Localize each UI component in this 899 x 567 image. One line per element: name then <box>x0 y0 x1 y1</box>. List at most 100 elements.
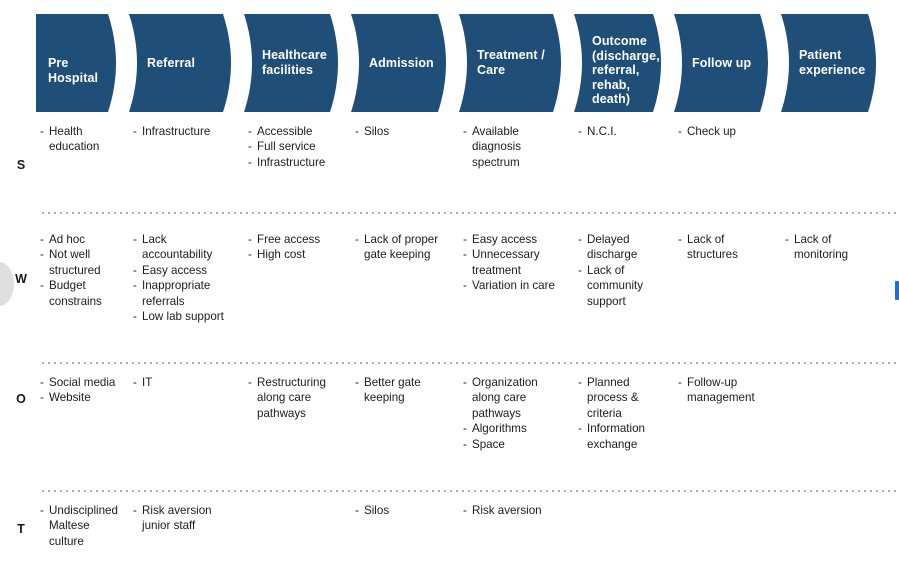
list-item: -IT <box>133 375 238 390</box>
list-item-label: Infrastructure <box>257 155 326 169</box>
list-item: -Infrastructure <box>248 155 345 170</box>
list-item: -Social media <box>40 375 123 390</box>
bullet-dash-icon: - <box>578 422 582 436</box>
cell-strengths-healthcare-facilities: -Accessible-Full service-Infrastructure <box>248 124 345 170</box>
list-item-label: Website <box>49 391 91 405</box>
stage-chevron-healthcare-facilities[interactable] <box>244 14 338 112</box>
stage-chevron-admission[interactable] <box>351 14 446 112</box>
bullet-dash-icon: - <box>133 504 137 517</box>
list-item: -Not well structured <box>40 247 123 278</box>
cell-weaknesses-pre-hospital: -Ad hoc-Not well structured-Budget const… <box>40 232 123 309</box>
list-item-label: Infrastructure <box>142 125 211 138</box>
cell-opportunities-healthcare-facilities: -Restructuring along care pathways <box>248 375 345 421</box>
stage-chevron-patient-experience[interactable] <box>781 14 876 112</box>
bullet-dash-icon: - <box>463 279 467 293</box>
bullet-dash-icon: - <box>133 125 137 138</box>
bullet-dash-icon: - <box>463 422 467 436</box>
list-item-label: Ad hoc <box>49 233 86 246</box>
list-item-label: High cost <box>257 248 306 262</box>
list-item: -Low lab support <box>133 309 238 324</box>
list-item: -Full service <box>248 139 345 154</box>
stage-label-referral: Referral <box>147 56 196 70</box>
list-item-label: Easy access <box>142 263 208 277</box>
cell-opportunities-referral: -IT <box>133 375 238 390</box>
stage-chevron-referral[interactable] <box>129 14 231 112</box>
cell-strengths-admission: -Silos <box>355 124 453 139</box>
list-item-label: Undisciplined Maltese culture <box>49 504 118 548</box>
list-item: -N.C.I. <box>578 124 668 139</box>
list-item: -Easy access <box>133 263 238 278</box>
decorative-circle-left <box>0 262 14 306</box>
list-item-label: Better gate keeping <box>364 376 421 405</box>
row-separator-2 <box>40 362 899 364</box>
bullet-dash-icon: - <box>133 233 137 246</box>
stage-label-treatment-care: Treatment / Care <box>477 48 545 77</box>
cell-threats-admission: -Silos <box>355 503 453 518</box>
bullet-dash-icon: - <box>248 376 252 389</box>
bullet-dash-icon: - <box>463 125 467 138</box>
swot-letter-strengths: S <box>16 158 26 172</box>
list-item: -Planned process & criteria <box>578 375 668 421</box>
list-item-label: Free access <box>257 233 321 246</box>
list-item-label: Available diagnosis spectrum <box>472 125 521 169</box>
list-item: -Information exchange <box>578 421 668 452</box>
bullet-dash-icon: - <box>355 125 359 138</box>
bullet-dash-icon: - <box>40 248 44 262</box>
list-item: -Algorithms <box>463 421 568 436</box>
list-item: -Inappropriate referrals <box>133 278 238 309</box>
list-item: -Health education <box>40 124 123 155</box>
cell-strengths-referral: -Infrastructure <box>133 124 238 139</box>
stage-chevron-follow-up[interactable] <box>674 14 768 112</box>
bullet-dash-icon: - <box>355 504 359 517</box>
list-item: -Lack accountability <box>133 232 238 263</box>
list-item: -Lack of monitoring <box>785 232 883 263</box>
stage-label-patient-experience: Patient experience <box>799 48 866 77</box>
bullet-dash-icon: - <box>133 279 137 293</box>
stage-label-pre-hospital: Pre Hospital <box>48 56 99 85</box>
stage-chevron-pre-hospital[interactable] <box>36 14 116 112</box>
list-item: -Undisciplined Maltese culture <box>40 503 123 549</box>
swot-letter-opportunities: O <box>16 392 26 406</box>
cell-weaknesses-treatment-care: -Easy access-Unnecessary treatment-Varia… <box>463 232 568 294</box>
cell-threats-treatment-care: -Risk aversion <box>463 503 568 518</box>
swot-letter-weaknesses: W <box>15 272 27 286</box>
bullet-dash-icon: - <box>40 504 44 517</box>
bullet-dash-icon: - <box>578 125 582 138</box>
list-item-label: Planned process & criteria <box>587 376 639 420</box>
cell-opportunities-treatment-care: -Organization along care pathways-Algori… <box>463 375 568 452</box>
cell-weaknesses-patient-experience: -Lack of monitoring <box>785 232 883 263</box>
bullet-dash-icon: - <box>248 233 252 246</box>
list-item-label: Lack of proper gate keeping <box>364 233 439 262</box>
list-item-label: Not well structured <box>49 248 101 277</box>
bullet-dash-icon: - <box>40 391 44 405</box>
bullet-dash-icon: - <box>248 248 252 262</box>
list-item-label: Space <box>472 437 505 451</box>
bullet-dash-icon: - <box>40 125 44 138</box>
bullet-dash-icon: - <box>133 263 137 277</box>
list-item: -Silos <box>355 503 453 518</box>
bullet-dash-icon: - <box>578 233 582 246</box>
list-item: -Website <box>40 390 123 405</box>
bullet-dash-icon: - <box>248 125 252 138</box>
list-item-label: Restructuring along care pathways <box>257 376 326 420</box>
list-item: -Follow-up management <box>678 375 775 406</box>
stage-chevron-outcome[interactable] <box>574 14 661 112</box>
bullet-dash-icon: - <box>678 376 682 389</box>
cell-strengths-outcome: -N.C.I. <box>578 124 668 139</box>
list-item: -Accessible <box>248 124 345 139</box>
list-item-label: Silos <box>364 504 390 517</box>
list-item-label: Social media <box>49 376 116 389</box>
bullet-dash-icon: - <box>40 233 44 246</box>
stage-chevron-treatment-care[interactable] <box>459 14 561 112</box>
list-item: -High cost <box>248 247 345 262</box>
decorative-edge-marker-right <box>895 281 899 300</box>
list-item-label: Check up <box>687 125 736 138</box>
bullet-dash-icon: - <box>463 504 467 517</box>
cell-opportunities-follow-up: -Follow-up management <box>678 375 775 406</box>
bullet-dash-icon: - <box>785 233 789 246</box>
list-item-label: Organization along care pathways <box>472 376 538 420</box>
list-item-label: Lack of structures <box>687 233 738 262</box>
bullet-dash-icon: - <box>40 376 44 389</box>
